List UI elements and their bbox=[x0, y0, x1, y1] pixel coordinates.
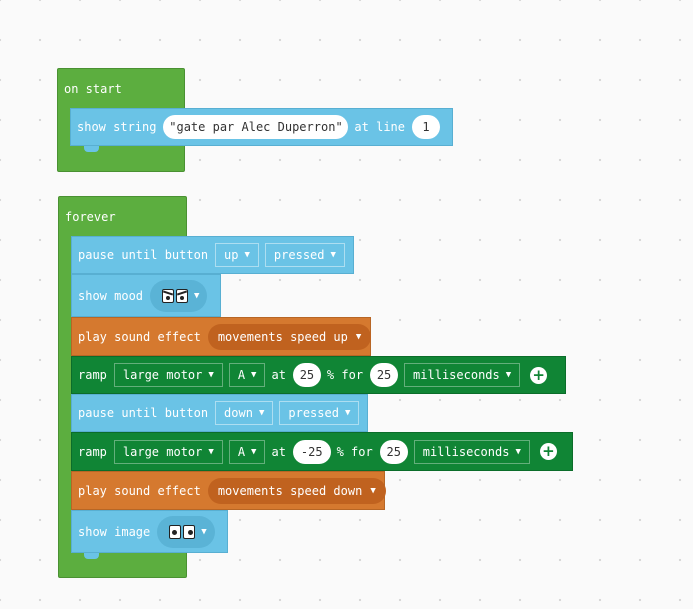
pupil bbox=[166, 295, 171, 300]
angry-eyes-icon bbox=[162, 288, 189, 303]
pause-until-button-label: pause until button bbox=[78, 406, 209, 420]
sound-value: movements speed down bbox=[217, 483, 363, 498]
show-string-block[interactable]: show string "gate par Alec Duperron" at … bbox=[70, 108, 453, 146]
button-dropdown[interactable]: up ▼ bbox=[215, 243, 259, 267]
ramp-block-1[interactable]: ramp large motor▼ A▼ at 25 % for 25 mill… bbox=[71, 356, 566, 394]
plus-icon[interactable]: + bbox=[539, 443, 557, 460]
show-mood-block[interactable]: show mood ▼ bbox=[71, 274, 221, 317]
percent-for-label: % for bbox=[326, 368, 364, 382]
left-eye bbox=[162, 288, 175, 303]
play-sound-label: play sound effect bbox=[78, 483, 201, 498]
motor-dropdown[interactable]: large motor ▼ bbox=[113, 439, 223, 464]
pause-until-button-block-1[interactable]: pause until button up ▼ pressed ▼ bbox=[71, 236, 354, 274]
chevron-down-icon: ▼ bbox=[370, 485, 376, 496]
show-string-label: show string bbox=[77, 120, 157, 134]
at-label: at bbox=[271, 368, 286, 382]
pupil bbox=[172, 529, 178, 535]
speed-field[interactable]: -25 bbox=[292, 439, 331, 464]
brow bbox=[162, 290, 174, 295]
block-notch bbox=[84, 553, 99, 559]
unit-dropdown[interactable]: milliseconds ▼ bbox=[404, 363, 521, 387]
button-value: down bbox=[224, 406, 253, 420]
chevron-down-icon: ▼ bbox=[515, 446, 521, 457]
duration-field[interactable]: 25 bbox=[370, 363, 399, 387]
ramp-block-2[interactable]: ramp large motor▼ A▼ at -25 % for 25 mil… bbox=[71, 432, 573, 471]
sound-dropdown[interactable]: movements speed up ▼ bbox=[207, 323, 372, 350]
plus-icon[interactable]: + bbox=[530, 366, 548, 384]
unit-value: milliseconds bbox=[422, 444, 510, 459]
port-dropdown[interactable]: A▼ bbox=[228, 363, 266, 387]
unit-value: milliseconds bbox=[413, 368, 500, 382]
block-notch bbox=[84, 146, 99, 152]
port-value: A bbox=[237, 444, 246, 459]
string-value: gate par Alec Duperron bbox=[176, 120, 336, 134]
image-picker[interactable]: ▼ bbox=[157, 515, 215, 548]
forever-label: forever bbox=[65, 210, 116, 224]
quote-close: " bbox=[335, 120, 343, 134]
at-label: at bbox=[271, 444, 286, 459]
port-value: A bbox=[237, 368, 246, 382]
motor-value: large motor bbox=[122, 368, 203, 382]
sound-value: movements speed up bbox=[217, 329, 348, 344]
ramp-label: ramp bbox=[78, 368, 107, 382]
mood-picker[interactable]: ▼ bbox=[150, 279, 208, 312]
play-sound-block-2[interactable]: play sound effect movements speed down ▼ bbox=[71, 471, 386, 510]
show-image-block[interactable]: show image ▼ bbox=[71, 510, 228, 553]
port-dropdown[interactable]: A▼ bbox=[228, 439, 266, 464]
state-value: pressed bbox=[288, 406, 339, 420]
pupil bbox=[180, 295, 185, 300]
neutral-eyes-icon bbox=[169, 524, 196, 539]
show-image-label: show image bbox=[78, 524, 151, 539]
on-start-label: on start bbox=[64, 82, 122, 96]
pause-until-button-block-2[interactable]: pause until button down ▼ pressed ▼ bbox=[71, 394, 368, 432]
chevron-down-icon: ▼ bbox=[258, 408, 265, 418]
chevron-down-icon: ▼ bbox=[201, 526, 207, 537]
button-value: up bbox=[224, 248, 239, 262]
duration-field[interactable]: 25 bbox=[379, 439, 408, 464]
speed-field[interactable]: 25 bbox=[292, 363, 321, 387]
chevron-down-icon: ▼ bbox=[330, 250, 336, 260]
sound-dropdown[interactable]: movements speed down ▼ bbox=[207, 477, 386, 504]
show-mood-label: show mood bbox=[78, 288, 144, 303]
unit-dropdown[interactable]: milliseconds ▼ bbox=[413, 439, 530, 464]
chevron-down-icon: ▼ bbox=[355, 331, 362, 342]
percent-for-label: % for bbox=[336, 444, 373, 459]
string-value-field[interactable]: "gate par Alec Duperron" bbox=[163, 115, 349, 139]
chevron-down-icon: ▼ bbox=[194, 290, 200, 301]
pause-until-button-label: pause until button bbox=[78, 248, 209, 262]
play-sound-block-1[interactable]: play sound effect movements speed up ▼ bbox=[71, 317, 372, 356]
chevron-down-icon: ▼ bbox=[505, 370, 512, 380]
ramp-label: ramp bbox=[78, 444, 107, 459]
state-dropdown[interactable]: pressed ▼ bbox=[264, 243, 345, 267]
chevron-down-icon: ▼ bbox=[208, 370, 214, 380]
chevron-down-icon: ▼ bbox=[251, 370, 257, 380]
at-line-label: at line bbox=[354, 120, 405, 134]
chevron-down-icon: ▼ bbox=[251, 446, 257, 457]
motor-value: large motor bbox=[122, 444, 203, 459]
state-dropdown[interactable]: pressed ▼ bbox=[279, 401, 360, 425]
state-value: pressed bbox=[273, 248, 325, 262]
chevron-down-icon: ▼ bbox=[344, 408, 351, 418]
motor-dropdown[interactable]: large motor ▼ bbox=[113, 363, 223, 387]
right-eye bbox=[183, 524, 196, 539]
chevron-down-icon: ▼ bbox=[244, 250, 250, 260]
left-eye bbox=[169, 524, 182, 539]
quote-open: " bbox=[169, 120, 177, 134]
chevron-down-icon: ▼ bbox=[208, 446, 214, 457]
right-eye bbox=[176, 288, 189, 303]
play-sound-label: play sound effect bbox=[78, 329, 201, 344]
pupil bbox=[188, 529, 194, 535]
line-number-field[interactable]: 1 bbox=[412, 115, 440, 139]
brow bbox=[176, 290, 188, 295]
button-dropdown[interactable]: down ▼ bbox=[215, 401, 274, 425]
